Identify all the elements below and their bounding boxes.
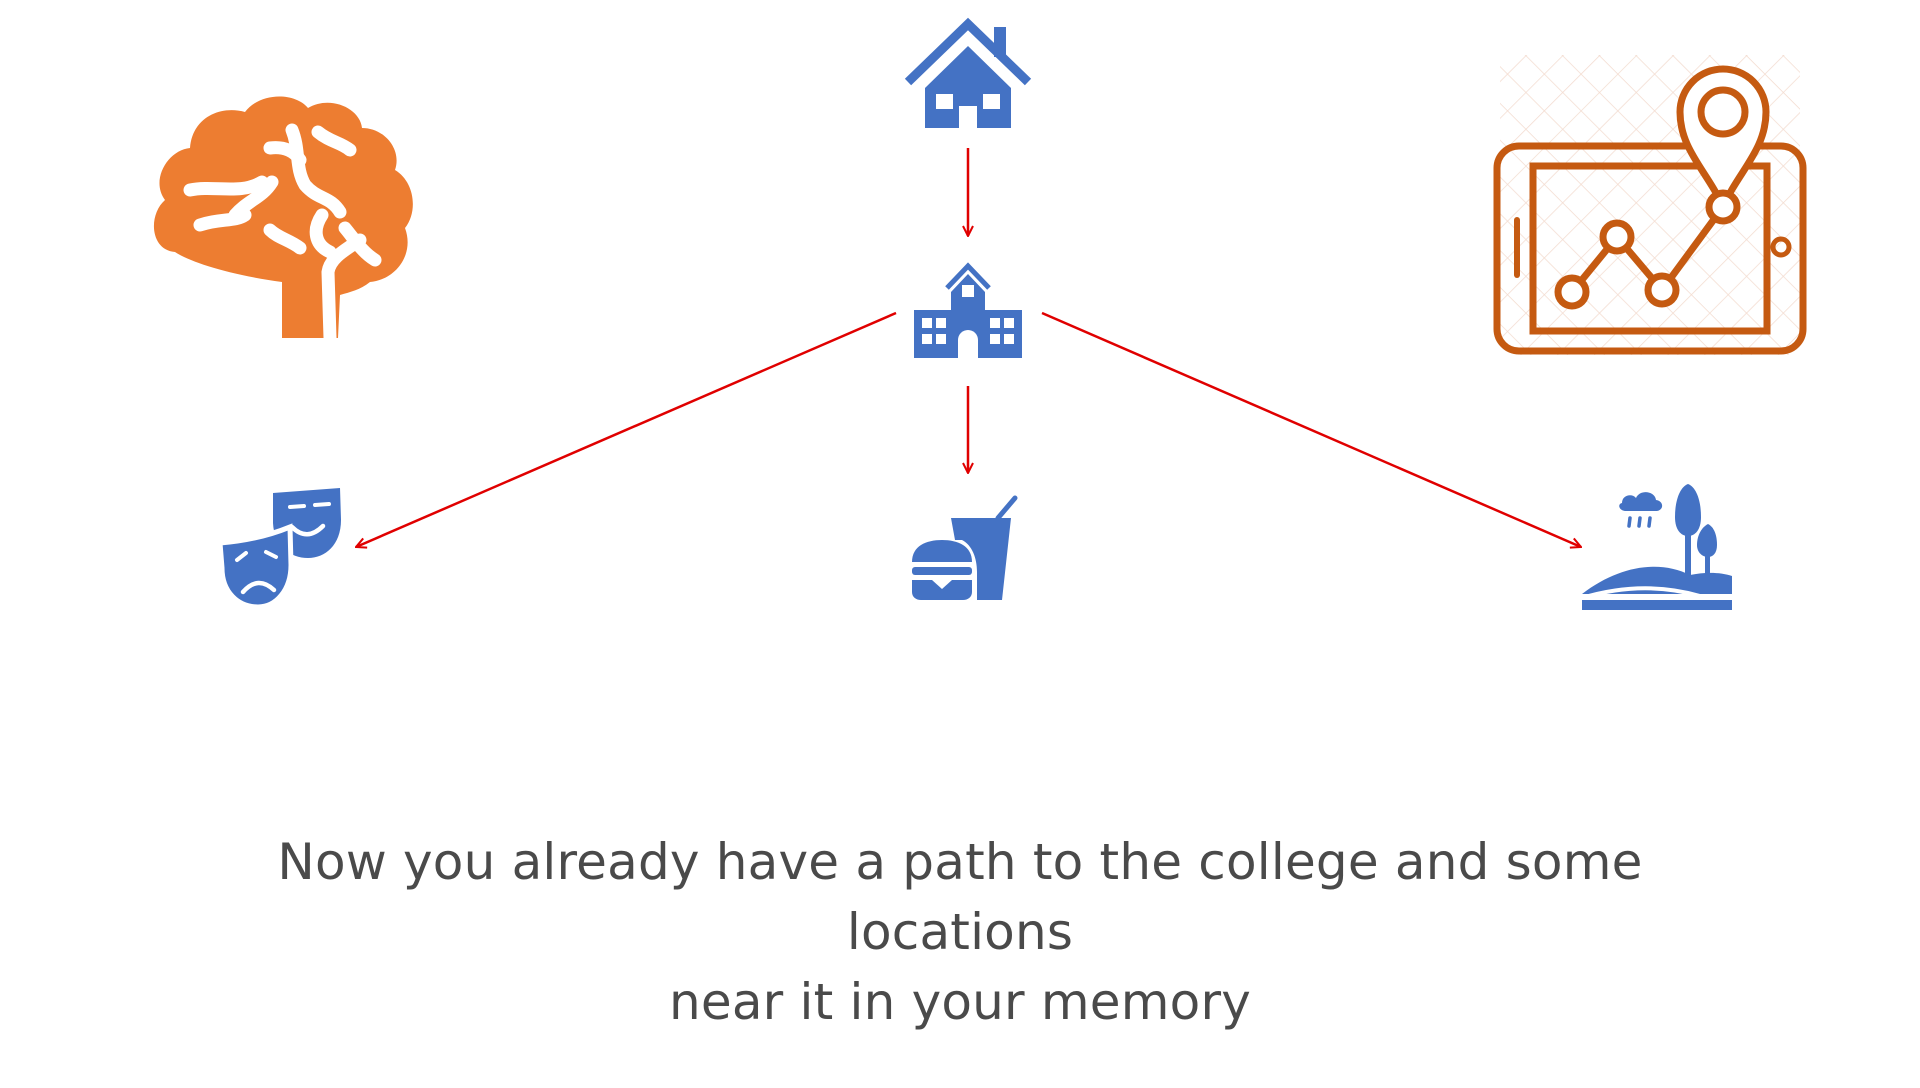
- fast-food-icon: [912, 495, 1018, 600]
- path-arrows: [356, 148, 1581, 547]
- brain-icon: [153, 96, 413, 345]
- theater-masks-icon: [217, 488, 341, 610]
- arrow-school-to-park: [1041, 311, 1581, 547]
- map-phone-icon: [1493, 55, 1807, 355]
- park-icon: [1581, 484, 1732, 610]
- caption-line-1: Now you already have a path to the colle…: [277, 833, 1643, 961]
- school-icon: [914, 262, 1022, 358]
- house-icon: [904, 17, 1032, 128]
- caption-text: Now you already have a path to the colle…: [160, 827, 1760, 1037]
- arrow-school-to-theater: [356, 311, 897, 547]
- caption-line-2: near it in your memory: [668, 973, 1252, 1031]
